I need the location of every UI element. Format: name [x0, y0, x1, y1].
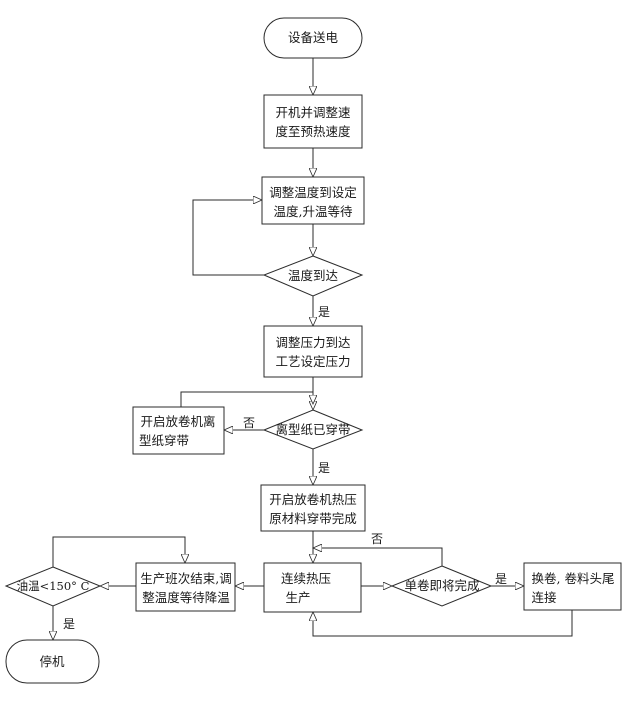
stop-label: 停机: [39, 654, 65, 669]
decision-temperature-reached: 温度到达: [262, 255, 364, 297]
edge-check-oil-loop: [52, 536, 185, 567]
decision-roll-nearly-complete: 单卷即将完成: [390, 565, 493, 607]
edge-check-temp-loop: [192, 200, 264, 276]
step-paper-threading-line2: 型纸穿带: [139, 433, 189, 448]
step-continuous-production-line1: 连续热压: [281, 571, 331, 586]
step-start-machine-line1: 开机并调整速: [275, 105, 351, 120]
step-continuous-production-line2: 生产: [285, 590, 310, 605]
step-shift-end-line1: 生产班次结束,调: [140, 571, 231, 586]
start-label: 设备送电: [288, 30, 339, 45]
step-start-machine-line2: 度至预热速度: [275, 124, 351, 139]
step-material-threading-line2: 原材料穿带完成: [269, 511, 357, 526]
step-start-machine: 开机并调整速 度至预热速度: [263, 94, 363, 149]
step-roll-change-line1: 换卷, 卷料头尾: [532, 571, 615, 586]
decision-oil-temperature-label: 油温<150° C: [17, 579, 90, 593]
edge-paper-thread-back: [180, 391, 313, 407]
step-paper-threading-line1: 开启放卷机离: [140, 414, 215, 429]
step-adjust-pressure: 调整压力到达 工艺设定压力: [263, 325, 363, 378]
step-shift-end-line2: 整温度等待降温: [142, 590, 230, 605]
label-paper-no: 否: [243, 416, 255, 430]
step-adjust-pressure-line1: 调整压力到达: [275, 335, 351, 350]
step-continuous-production: 连续热压 生产: [263, 562, 362, 613]
step-material-threading-line1: 开启放卷机热压: [269, 492, 357, 507]
step-roll-change: 换卷, 卷料头尾 连接: [523, 562, 622, 611]
label-paper-yes: 是: [318, 461, 330, 475]
step-adjust-temperature: 调整温度到设定 温度,升温等待: [261, 176, 365, 225]
label-roll-no: 否: [371, 532, 383, 546]
step-roll-change-line2: 连接: [531, 590, 557, 605]
edge-check-roll-no: [313, 548, 443, 566]
edge-roll-change-back: [313, 610, 573, 637]
decision-release-paper-threaded: 离型纸已穿带: [262, 409, 364, 450]
decision-release-paper-threaded-label: 离型纸已穿带: [275, 422, 350, 437]
step-paper-threading: 开启放卷机离 型纸穿带: [132, 406, 225, 455]
step-adjust-temperature-line1: 调整温度到设定: [269, 185, 357, 200]
decision-roll-nearly-complete-label: 单卷即将完成: [404, 578, 479, 593]
step-material-threading: 开启放卷机热压 原材料穿带完成: [260, 484, 366, 532]
step-shift-end: 生产班次结束,调 整温度等待降温: [135, 562, 236, 612]
label-temp-yes: 是: [318, 305, 330, 319]
step-adjust-pressure-line2: 工艺设定压力: [275, 354, 350, 369]
label-oil-yes: 是: [63, 617, 75, 631]
stop-terminal: 停机: [5, 639, 100, 684]
step-adjust-temperature-line2: 温度,升温等待: [274, 204, 353, 219]
decision-oil-temperature: 油温<150° C: [4, 566, 102, 607]
decision-temperature-reached-label: 温度到达: [288, 268, 339, 283]
label-roll-yes: 是: [495, 572, 507, 586]
start-terminal: 设备送电: [263, 17, 363, 59]
